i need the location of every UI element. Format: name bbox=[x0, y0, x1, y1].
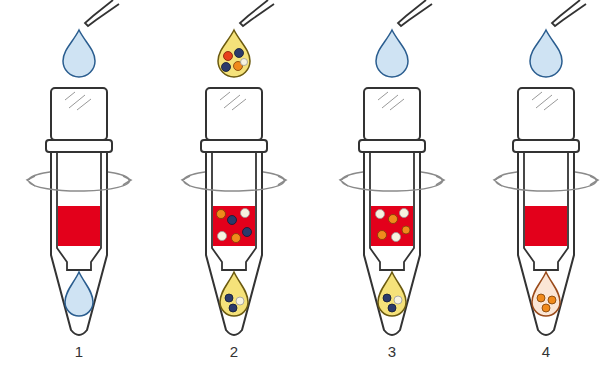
step-number: 4 bbox=[542, 343, 550, 360]
step-number: 2 bbox=[230, 343, 238, 360]
step-number: 1 bbox=[75, 343, 83, 360]
spin-column bbox=[340, 0, 444, 335]
spin-column bbox=[182, 0, 286, 335]
spin-column bbox=[494, 0, 598, 335]
step-number: 3 bbox=[388, 343, 396, 360]
spin-column bbox=[27, 0, 131, 335]
